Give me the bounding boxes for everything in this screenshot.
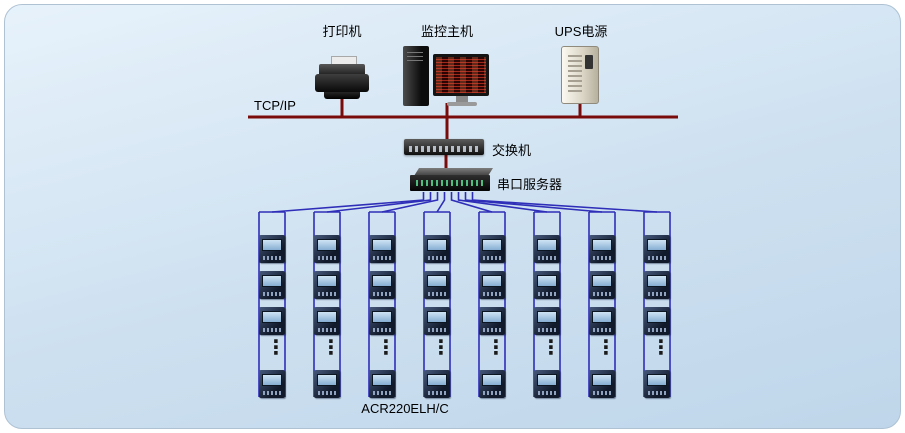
tcpip-label: TCP/IP (254, 98, 296, 113)
power-meter-icon (259, 370, 285, 398)
power-meter-icon (259, 307, 285, 335)
ups-vents (568, 55, 582, 95)
power-meter-icon (259, 235, 285, 263)
power-meter-icon (479, 307, 505, 335)
ups-display (585, 55, 593, 69)
power-meter-icon (644, 235, 670, 263)
ellipsis: ⋮ (266, 335, 286, 359)
power-meter-icon (314, 307, 340, 335)
power-meter-icon (424, 370, 450, 398)
printer-icon (314, 56, 370, 102)
power-meter-icon (644, 370, 670, 398)
serial-server-label: 串口服务器 (497, 177, 563, 192)
power-meter-icon (314, 370, 340, 398)
ellipsis: ⋮ (541, 335, 561, 359)
power-meter-icon (589, 271, 615, 299)
ups-icon (561, 46, 599, 104)
power-meter-icon (534, 307, 560, 335)
printer-tray (324, 92, 360, 99)
ellipsis: ⋮ (431, 335, 451, 359)
power-meter-icon (479, 370, 505, 398)
printer-body (315, 74, 369, 92)
ellipsis: ⋮ (376, 335, 396, 359)
power-meter-icon (369, 235, 395, 263)
ellipsis: ⋮ (596, 335, 616, 359)
power-meter-icon (424, 307, 450, 335)
power-meter-icon (479, 235, 505, 263)
power-meter-icon (534, 271, 560, 299)
ethernet-switch-icon (404, 139, 484, 155)
meter-model-label: ACR220ELH/C (361, 401, 449, 416)
power-meter-icon (369, 370, 395, 398)
ellipsis: ⋮ (651, 335, 671, 359)
monitor-screen (436, 57, 486, 93)
power-meter-icon (589, 370, 615, 398)
power-meter-icon (369, 307, 395, 335)
switch-label: 交换机 (492, 143, 532, 158)
serial-server-front (410, 175, 490, 191)
printer-label: 打印机 (322, 24, 362, 39)
power-meter-icon (644, 307, 670, 335)
ellipsis: ⋮ (321, 335, 341, 359)
serial-server-ports (416, 180, 484, 186)
power-meter-icon (589, 235, 615, 263)
monitoring-host-icon (401, 42, 491, 108)
power-meter-icon (314, 271, 340, 299)
power-meter-icon (534, 370, 560, 398)
ups-label: UPS电源 (554, 24, 608, 39)
power-meter-icon (479, 271, 505, 299)
host-label: 监控主机 (420, 24, 474, 39)
power-meter-icon (314, 235, 340, 263)
power-meter-icon (589, 307, 615, 335)
switch-ports (409, 146, 479, 152)
monitor-base (447, 102, 477, 106)
power-meter-icon (369, 271, 395, 299)
power-meter-icon (424, 271, 450, 299)
power-meter-icon (644, 271, 670, 299)
power-meter-icon (259, 271, 285, 299)
monitor-stand (456, 96, 468, 102)
printer-lid (319, 64, 365, 76)
power-meter-icon (424, 235, 450, 263)
serial-server-icon (408, 168, 493, 194)
ellipsis: ⋮ (486, 335, 506, 359)
power-meter-icon (534, 235, 560, 263)
computer-monitor (433, 54, 489, 96)
computer-tower (403, 46, 429, 106)
